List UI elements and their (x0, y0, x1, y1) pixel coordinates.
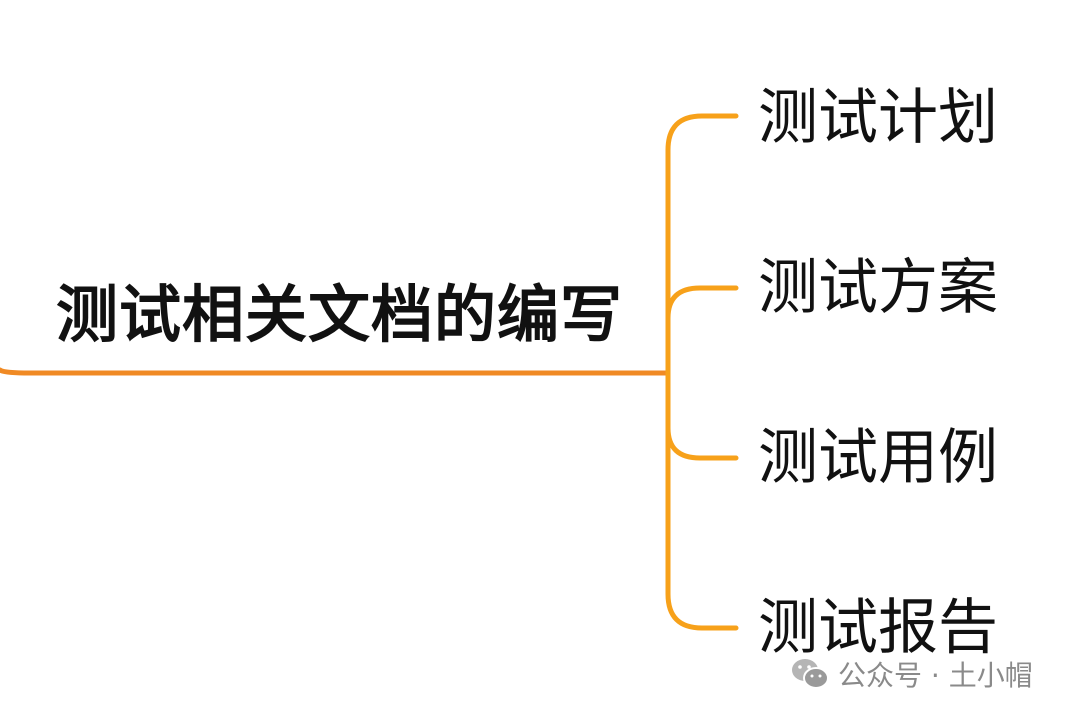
root-underline (0, 367, 671, 376)
root-node-label: 测试相关文档的编写 (56, 278, 624, 351)
watermark-text: 公众号 · 土小帽 (838, 659, 1033, 692)
wechat-icon (790, 656, 830, 692)
branch-node-test-plan: 测试计划 (758, 83, 998, 153)
branch-node-test-scheme: 测试方案 (758, 253, 998, 323)
branch-node-test-report: 测试报告 (758, 593, 998, 663)
branch-connector-2 (665, 370, 739, 461)
branch-connector-0 (665, 113, 739, 376)
branch-connector-3 (665, 370, 739, 631)
branch-connector-1 (665, 285, 739, 376)
branch-node-test-cases: 测试用例 (758, 423, 998, 493)
watermark: 公众号 · 土小帽 (790, 654, 1033, 694)
